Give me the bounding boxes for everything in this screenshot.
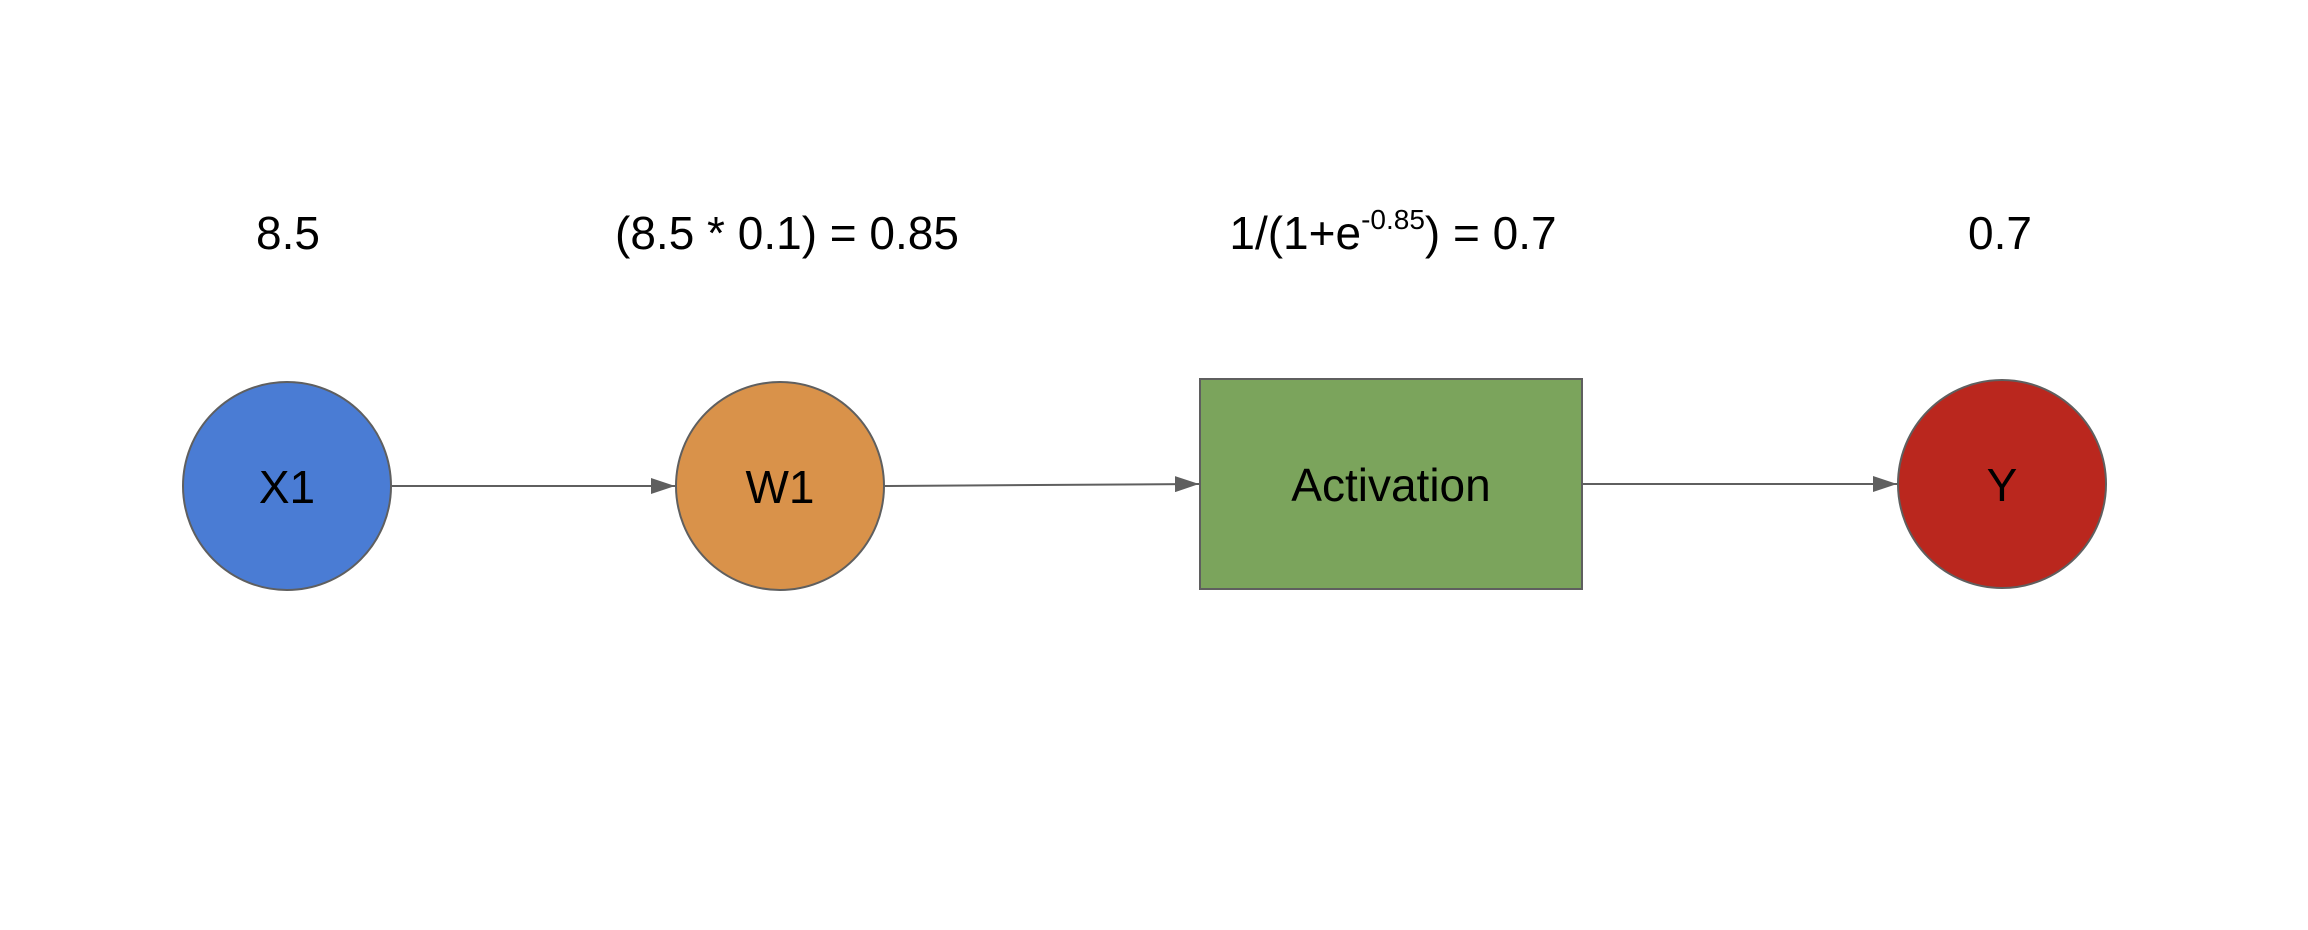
y-node [1897, 379, 2107, 589]
x1-node [182, 381, 392, 591]
w1-node-label: W1 [746, 461, 815, 513]
x1-value-label: 8.5 [256, 207, 320, 259]
activation-node [1199, 378, 1583, 590]
y-value-label: 0.7 [1968, 207, 2032, 259]
x1-node-label: X1 [259, 461, 315, 513]
y-node-label: Y [1987, 459, 2018, 511]
arrow-w1-to-activation [883, 476, 1200, 493]
activation-formula-tail: ) = 0.7 [1425, 207, 1557, 259]
w1-node [675, 381, 885, 591]
activation-formula-exponent: -0.85 [1361, 204, 1425, 235]
activation-formula-base: 1/(1+e [1229, 207, 1361, 259]
w1-formula-label: (8.5 * 0.1) = 0.85 [615, 207, 959, 259]
activation-formula-label: 1/(1+e-0.85) = 0.7 [1229, 204, 1556, 259]
activation-node-label: Activation [1291, 459, 1490, 511]
